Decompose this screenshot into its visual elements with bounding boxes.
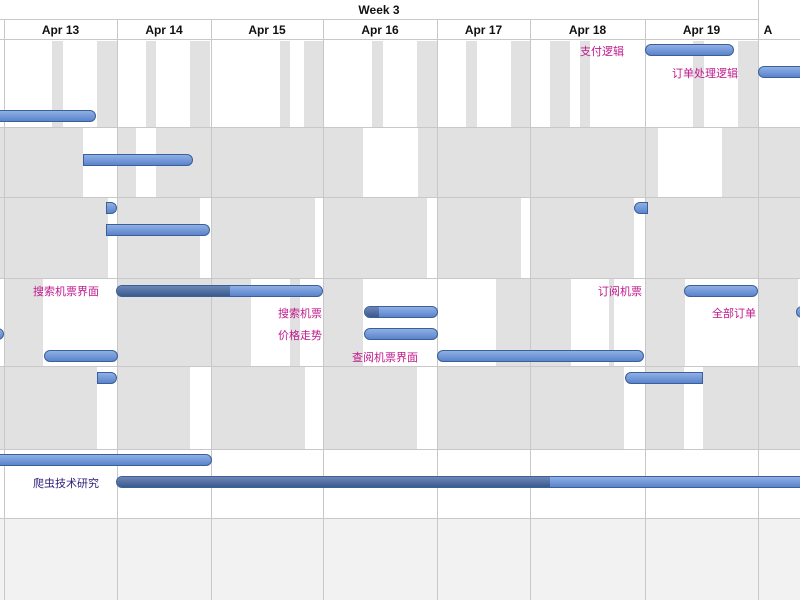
day-header: Apr 17 xyxy=(464,23,503,37)
task-bar[interactable] xyxy=(758,66,800,78)
task-bar[interactable] xyxy=(0,110,96,122)
shade xyxy=(323,279,363,366)
shade xyxy=(211,367,305,449)
shade xyxy=(97,41,117,127)
day-divider xyxy=(211,20,212,600)
task-bar[interactable] xyxy=(684,285,758,297)
shade xyxy=(211,198,315,278)
task-bar[interactable] xyxy=(97,372,117,384)
task-bar[interactable] xyxy=(634,202,648,214)
shade xyxy=(758,279,798,366)
shade xyxy=(418,128,658,197)
day-divider xyxy=(323,20,324,600)
task-bar[interactable] xyxy=(364,328,438,340)
day-divider xyxy=(117,20,118,600)
shade xyxy=(117,367,190,449)
shade xyxy=(722,128,800,197)
task-bar[interactable] xyxy=(106,202,117,214)
shade xyxy=(323,367,417,449)
task-bar[interactable] xyxy=(106,224,210,236)
shade xyxy=(190,41,210,127)
task-bar[interactable] xyxy=(0,454,212,466)
day-divider xyxy=(530,20,531,600)
shade xyxy=(372,41,383,127)
shade xyxy=(5,279,43,366)
shade xyxy=(0,367,97,449)
shade xyxy=(466,41,477,127)
task-progress xyxy=(117,477,550,487)
task-label[interactable]: 支付逻辑 xyxy=(580,45,624,58)
task-bar[interactable] xyxy=(116,285,323,297)
shade xyxy=(645,279,685,366)
day-header-row: Apr 13 Apr 14 Apr 15 Apr 16 Apr 17 Apr 1… xyxy=(0,20,800,40)
shade xyxy=(703,367,800,449)
shade xyxy=(550,41,570,127)
day-header: Apr 15 xyxy=(248,23,286,37)
task-label[interactable]: 搜索机票 xyxy=(278,307,322,320)
shade xyxy=(511,41,531,127)
week-header: Week 3 xyxy=(0,0,758,20)
task-bar[interactable] xyxy=(116,476,800,488)
row-divider xyxy=(0,449,800,450)
task-label[interactable]: 订阅机票 xyxy=(598,285,642,298)
task-label[interactable]: 爬虫技术研究 xyxy=(33,477,99,490)
task-progress xyxy=(365,307,380,317)
shade xyxy=(323,198,427,278)
shade xyxy=(290,279,300,366)
shade xyxy=(52,41,63,127)
shade xyxy=(417,41,437,127)
task-bar[interactable] xyxy=(364,306,438,318)
day-header: Apr 13 xyxy=(41,23,80,37)
shade xyxy=(0,198,108,278)
shade xyxy=(645,198,800,278)
day-header: Apr 19 xyxy=(682,23,721,37)
row-divider xyxy=(0,518,800,519)
task-label[interactable]: 价格走势 xyxy=(278,329,322,342)
task-bar[interactable] xyxy=(83,154,193,166)
shade xyxy=(304,41,324,127)
day-header: Apr 16 xyxy=(361,23,399,37)
task-label[interactable]: 搜索机票界面 xyxy=(33,285,99,298)
week-divider xyxy=(758,0,759,600)
shade xyxy=(738,41,758,127)
task-label[interactable]: 查阅机票界面 xyxy=(352,351,418,364)
shade xyxy=(146,41,156,127)
shade xyxy=(437,198,521,278)
day-header: A xyxy=(763,23,773,37)
task-label[interactable]: 全部订单 xyxy=(712,307,756,320)
shade xyxy=(0,128,83,197)
shade xyxy=(280,41,290,127)
row-divider xyxy=(0,278,800,279)
task-bar[interactable] xyxy=(437,350,644,362)
task-bar[interactable] xyxy=(625,372,703,384)
shade xyxy=(693,41,704,127)
row-divider xyxy=(0,366,800,367)
shade xyxy=(609,279,614,366)
day-header: Apr 14 xyxy=(145,23,183,37)
empty-area xyxy=(0,519,800,600)
shade xyxy=(530,367,624,449)
shade xyxy=(530,198,634,278)
day-divider xyxy=(645,20,646,600)
task-progress xyxy=(117,286,230,296)
day-header: Apr 18 xyxy=(568,23,607,37)
row-divider xyxy=(0,197,800,198)
shade xyxy=(117,198,200,278)
day-divider xyxy=(4,20,5,600)
shade xyxy=(437,367,531,449)
task-label[interactable]: 订单处理逻辑 xyxy=(672,67,738,80)
task-bar[interactable] xyxy=(645,44,734,56)
task-bar[interactable] xyxy=(44,350,118,362)
shade xyxy=(580,41,590,127)
row-divider xyxy=(0,127,800,128)
